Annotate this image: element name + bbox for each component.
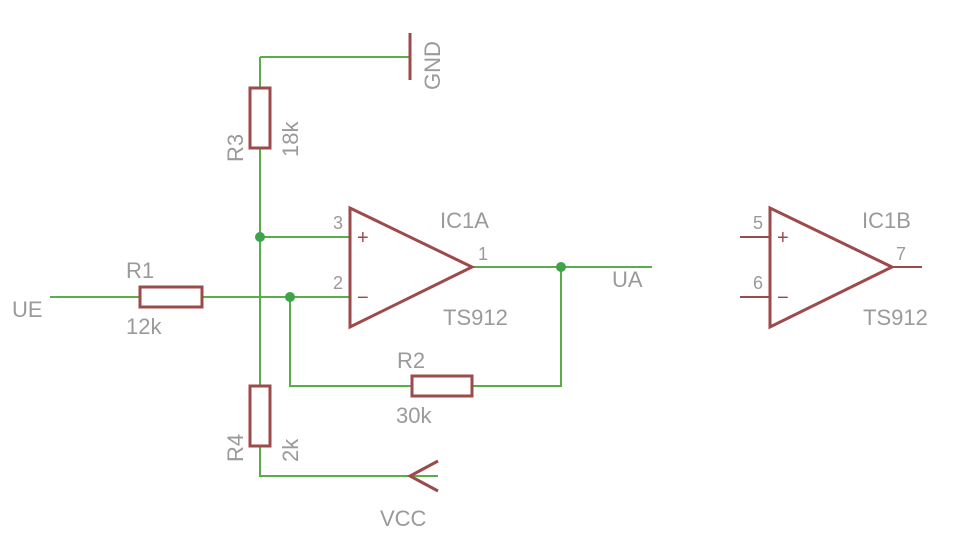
ic1b-part-label: TS912 [863,305,928,330]
junction-minus-node [285,292,295,302]
ic1a-plus-sign: + [357,227,369,249]
ic1b-name-label: IC1B [862,208,911,233]
wire-r4-bottom [259,446,438,477]
junction-plus-node [255,232,265,242]
vcc-label: VCC [380,506,427,531]
ic1a-part-label: TS912 [443,305,508,330]
opamp-ic1b-triangle-icon [768,205,896,330]
vcc-arrow-icon [406,459,439,493]
r4-name-label: R4 [223,434,248,462]
resistor-r4: R4 2k [223,384,303,462]
r2-value-label: 30k [396,403,432,428]
resistor-r2-body [410,374,474,398]
resistor-r3-body [248,86,272,150]
ic1b-minus-sign: − [777,287,789,309]
ic1b-pin-plus: 5 [753,213,763,233]
resistor-r3: R3 18k [223,86,303,162]
r1-value-label: 12k [126,314,162,339]
ic1a-minus-sign: − [357,287,369,309]
opamp-ic1a: + − 3 2 1 IC1A TS912 [333,205,508,330]
ua-label: UA [612,267,643,292]
ue-label: UE [12,297,43,322]
ic1a-pin-out: 1 [478,244,488,264]
wire-feedback-left [289,297,412,387]
r3-name-label: R3 [223,134,248,162]
junctions [255,232,566,302]
resistor-r1: R1 12k [126,258,204,339]
resistor-r4-body [248,384,272,448]
gnd-symbol: GND [408,33,445,90]
wire-feedback-right [472,267,562,387]
resistor-r1-body [138,285,204,309]
ic1b-plus-sign: + [777,227,789,249]
ic1a-pin-minus: 2 [333,273,343,293]
ic1a-pin-plus: 3 [333,213,343,233]
gnd-label: GND [420,41,445,90]
ic1b-pin-out: 7 [896,244,906,264]
junction-output-node [556,262,566,272]
ic1a-name-label: IC1A [440,208,489,233]
r4-value-label: 2k [278,438,303,462]
r1-name-label: R1 [126,258,154,283]
resistor-r2: R2 30k [396,348,474,428]
opamp-ic1b: + − 5 6 7 IC1B TS912 [740,205,928,330]
ic1b-pin-minus: 6 [753,273,763,293]
r2-name-label: R2 [397,348,425,373]
opamp-ic1a-triangle-icon [348,205,476,330]
vcc-symbol: VCC [380,459,439,531]
r3-value-label: 18k [278,121,303,157]
